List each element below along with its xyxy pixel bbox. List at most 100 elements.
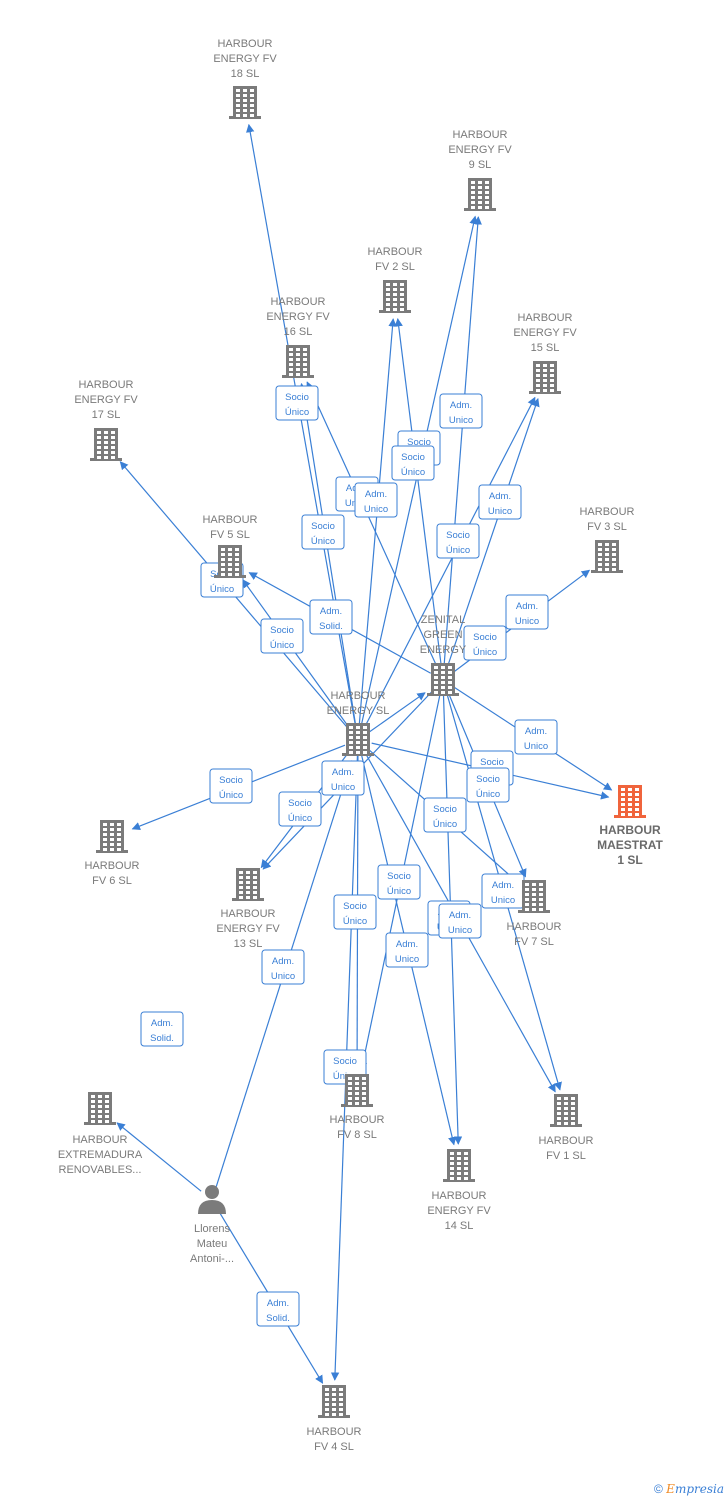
edge-label-llorens-to-ext[interactable]: Adm.Solid.: [140, 1011, 184, 1047]
node-label: FV 7 SL: [514, 936, 554, 948]
node-label: FV 6 SL: [92, 875, 132, 887]
node-label: HARBOUR: [220, 908, 275, 920]
edge-label-text: Unico: [524, 741, 548, 752]
edge-label-box: [423, 797, 467, 833]
edge-label-text: Único: [446, 545, 470, 556]
edge-label-box: [260, 618, 304, 654]
building-icon: [341, 1074, 373, 1107]
building-icon: [529, 361, 561, 394]
edge-label-zenital-to-n5[interactable]: Adm.Solid.: [309, 599, 353, 635]
node-label: ENERGY FV: [74, 394, 138, 406]
edge-label-zenital-to-n9[interactable]: Adm.Unico: [439, 393, 483, 429]
edge-label-llorens-to-n4[interactable]: Adm.Solid.: [256, 1291, 300, 1327]
node-label: FV 2 SL: [375, 261, 415, 273]
node-label: ENERGY FV: [427, 1205, 491, 1217]
edge-label-text: Adm.: [320, 606, 342, 617]
edge-label-zenital-to-n7[interactable]: Adm.Unico: [481, 873, 525, 909]
building-icon: [229, 86, 261, 119]
node-label: HARBOUR: [84, 860, 139, 872]
edge-label-zenital-to-maestrat[interactable]: Adm.Unico: [514, 719, 558, 755]
edge-label-text: Único: [219, 790, 243, 801]
node-label: HARBOUR: [431, 1190, 486, 1202]
edge-label-text: Adm.: [272, 956, 294, 967]
node-label: GREEN: [423, 629, 462, 641]
node-label: HARBOUR: [202, 514, 257, 526]
edge-label-text: Socio: [311, 521, 335, 532]
node-label: 17 SL: [92, 409, 121, 421]
edge-label-box: [436, 523, 480, 559]
person-icon: [198, 1185, 226, 1214]
edge-label-text: Socio: [333, 1056, 357, 1067]
node-label: FV 5 SL: [210, 529, 250, 541]
edge-label-llorens-to-he[interactable]: Adm.Unico: [261, 949, 305, 985]
edge-he-to-n5: [242, 579, 351, 729]
node-label: ENERGY SL: [327, 705, 390, 717]
edge-label-text: Único: [387, 886, 411, 897]
edge-label-box: [309, 599, 353, 635]
edge-label-zenital-to-n16[interactable]: Adm.Unico: [354, 482, 398, 518]
edge-he-to-zenital: [369, 692, 426, 733]
brand-initial: E: [666, 1482, 675, 1496]
edge-label-zenital-to-n1[interactable]: Adm.Unico: [438, 903, 482, 939]
edge-label-text: Único: [210, 584, 234, 595]
edge-label-text: Solid.: [266, 1313, 290, 1324]
edge-label-box: [278, 791, 322, 827]
edge-label-text: Adm.: [489, 491, 511, 502]
node-label: 1 SL: [617, 853, 642, 867]
edge-label-zenital-to-n14[interactable]: Adm.Unico: [385, 932, 429, 968]
node-ext[interactable]: HARBOUREXTREMADURARENOVABLES...: [58, 1092, 143, 1176]
edge-label-zenital-to-n3[interactable]: Adm.Unico: [505, 594, 549, 630]
node-label: 9 SL: [469, 159, 492, 171]
edge-label-text: Unico: [491, 895, 515, 906]
edge-label-text: Único: [401, 467, 425, 478]
edge-zenital-to-n15: [446, 398, 540, 667]
node-label: HARBOUR: [599, 823, 661, 837]
copyright-symbol: ©: [653, 1482, 663, 1496]
node-n6[interactable]: HARBOUR FV 6 SL: [84, 820, 140, 887]
node-n5[interactable]: HARBOUR FV 5 SL: [202, 514, 258, 578]
edge-label-box: [514, 719, 558, 755]
building-icon: [232, 868, 264, 901]
empresia-logo[interactable]: Empresia: [666, 1482, 724, 1496]
edge-label-zenital-to-n13[interactable]: Adm.Unico: [321, 760, 365, 796]
node-label: ENERGY FV: [213, 53, 277, 65]
building-icon: [342, 723, 374, 756]
edge-label-text: Socio: [219, 775, 243, 786]
copyright-footer: © Empresia: [654, 1482, 724, 1496]
edge-label-box: [140, 1011, 184, 1047]
edge-label-zenital-to-n15[interactable]: Adm.Unico: [478, 484, 522, 520]
edge-label-box: [439, 393, 483, 429]
edge-label-box: [301, 514, 345, 550]
node-label: 16 SL: [284, 326, 313, 338]
node-llorens[interactable]: LlorensMateuAntoni-...: [190, 1185, 234, 1265]
